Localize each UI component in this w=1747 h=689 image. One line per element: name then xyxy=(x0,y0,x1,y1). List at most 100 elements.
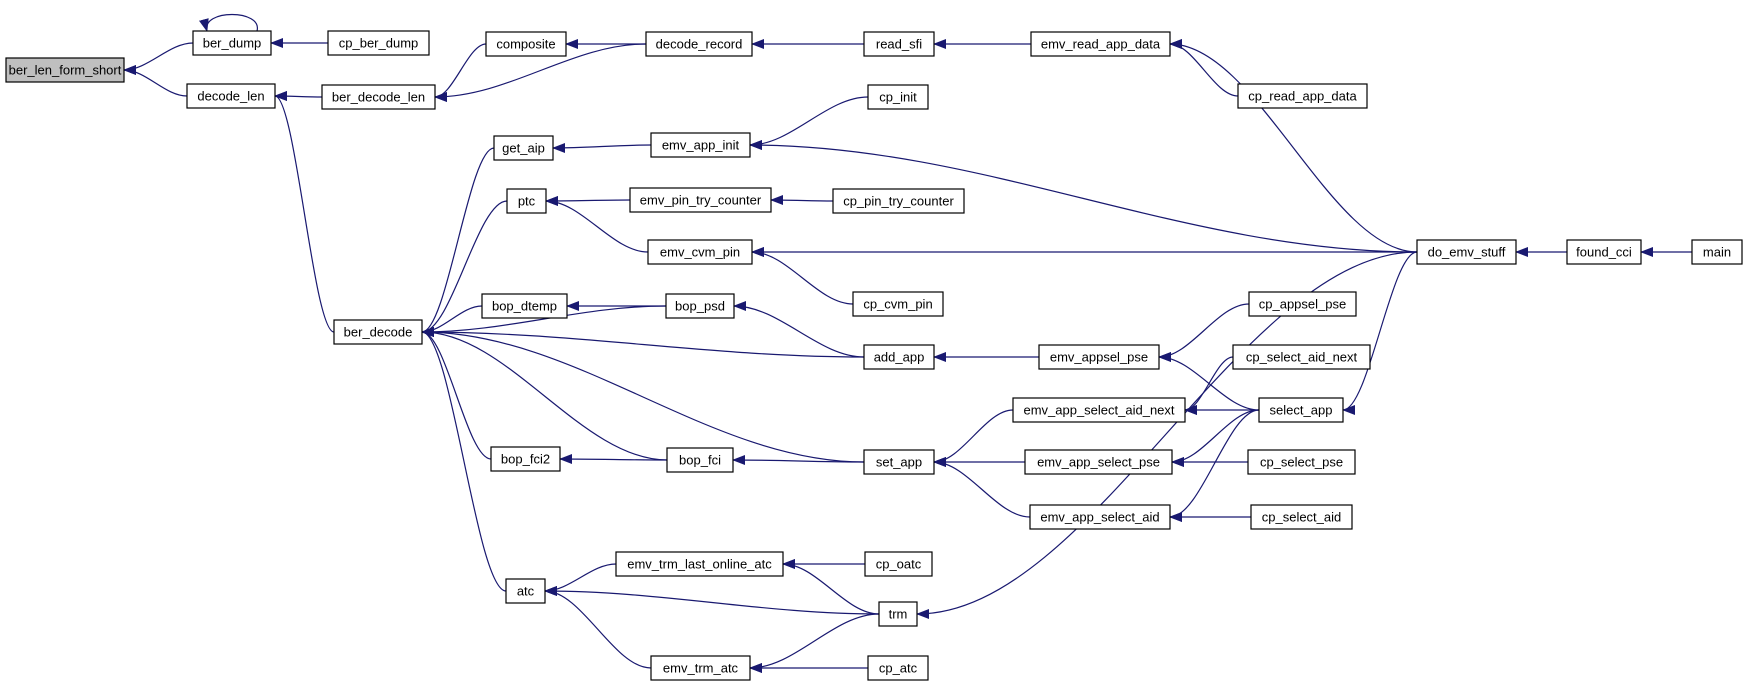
node-ber-dump[interactable]: ber_dump xyxy=(192,30,272,56)
node-cp-oatc[interactable]: cp_oatc xyxy=(864,551,933,577)
node-label: add_app xyxy=(874,350,925,365)
node-set-app[interactable]: set_app xyxy=(863,449,935,475)
node-label: atc xyxy=(517,584,535,599)
node-cp-read-app-data[interactable]: cp_read_app_data xyxy=(1237,83,1368,109)
node-decode-record[interactable]: decode_record xyxy=(645,31,753,57)
node-box xyxy=(1247,449,1356,475)
node-emv-app-init[interactable]: emv_app_init xyxy=(650,132,751,158)
node-emv-app-select-aid[interactable]: emv_app_select_aid xyxy=(1029,504,1171,530)
node-box xyxy=(493,135,554,161)
edge-line xyxy=(1169,39,1418,253)
node-box xyxy=(615,551,784,577)
node-box xyxy=(647,239,753,265)
edge-cp-read-app-data-to-emv-read-app-data xyxy=(1169,39,1239,97)
node-box xyxy=(1029,504,1171,530)
edge-line xyxy=(1184,356,1234,415)
edge-cp-cvm-pin-to-emv-cvm-pin xyxy=(751,247,854,305)
node-label: emv_app_select_aid xyxy=(1040,510,1159,525)
node-box xyxy=(864,551,933,577)
edges-layer xyxy=(123,14,1692,673)
node-emv-cvm-pin[interactable]: emv_cvm_pin xyxy=(647,239,753,265)
node-cp-select-aid-next[interactable]: cp_select_aid_next xyxy=(1232,344,1371,370)
node-found-cci[interactable]: found_cci xyxy=(1566,239,1642,265)
node-add-app[interactable]: add_app xyxy=(863,344,935,370)
edge-line xyxy=(559,454,668,465)
node-emv-app-select-pse[interactable]: emv_app_select_pse xyxy=(1024,449,1173,475)
node-emv-read-app-data[interactable]: emv_read_app_data xyxy=(1030,31,1171,57)
node-emv-pin-try-counter[interactable]: emv_pin_try_counter xyxy=(629,187,772,213)
node-box xyxy=(192,30,272,56)
node-cp-appsel-pse[interactable]: cp_appsel_pse xyxy=(1248,291,1357,317)
node-box xyxy=(490,446,561,472)
node-cp-atc[interactable]: cp_atc xyxy=(867,655,929,681)
edge-line xyxy=(199,14,258,32)
node-label: cp_read_app_data xyxy=(1248,89,1357,104)
node-box xyxy=(1691,239,1743,265)
edge-emv-app-select-aid-next-to-set-app xyxy=(933,409,1014,467)
node-ptc[interactable]: ptc xyxy=(506,188,547,214)
node-cp-cvm-pin[interactable]: cp_cvm_pin xyxy=(852,291,944,317)
node-emv-app-select-aid-next[interactable]: emv_app_select_aid_next xyxy=(1012,397,1186,423)
node-atc[interactable]: atc xyxy=(505,578,546,604)
edge-line xyxy=(1169,39,1239,97)
node-cp-pin-try-counter[interactable]: cp_pin_try_counter xyxy=(832,188,965,214)
node-bop-dtemp[interactable]: bop_dtemp xyxy=(481,293,568,319)
node-get-aip[interactable]: get_aip xyxy=(493,135,554,161)
node-read-sfi[interactable]: read_sfi xyxy=(863,31,935,57)
node-label: cp_atc xyxy=(879,661,918,676)
node-box xyxy=(867,655,929,681)
node-box xyxy=(863,344,935,370)
node-emv-trm-atc[interactable]: emv_trm_atc xyxy=(650,655,751,681)
node-box xyxy=(505,578,546,604)
edge-decode-len-to-ber-len-form-short xyxy=(123,65,188,97)
node-label: emv_app_init xyxy=(662,138,740,153)
node-composite[interactable]: composite xyxy=(485,31,567,57)
edge-line xyxy=(421,327,865,463)
node-label: set_app xyxy=(876,455,922,470)
edge-do-emv-stuff-to-select-app xyxy=(1342,251,1418,415)
node-bop-fci[interactable]: bop_fci xyxy=(666,447,734,473)
edge-line xyxy=(545,196,649,253)
node-bop-fci2[interactable]: bop_fci2 xyxy=(490,446,561,472)
edge-line xyxy=(544,586,652,669)
node-emv-trm-last-online-atc[interactable]: emv_trm_last_online_atc xyxy=(615,551,784,577)
edge-set-app-to-ber-decode xyxy=(421,327,865,463)
node-cp-select-pse[interactable]: cp_select_pse xyxy=(1247,449,1356,475)
node-box xyxy=(1248,291,1357,317)
edge-line xyxy=(421,327,507,592)
node-label: found_cci xyxy=(1576,245,1632,260)
edge-line xyxy=(123,65,188,97)
node-label: do_emv_stuff xyxy=(1428,245,1506,260)
node-trm[interactable]: trm xyxy=(878,601,918,627)
node-ber-decode-len[interactable]: ber_decode_len xyxy=(321,84,436,110)
edge-bop-psd-to-ber-decode xyxy=(421,305,667,337)
edge-atc-to-ber-decode xyxy=(421,327,507,592)
node-main[interactable]: main xyxy=(1691,239,1743,265)
edge-trm-to-atc xyxy=(544,586,880,615)
node-label: emv_appsel_pse xyxy=(1050,350,1148,365)
node-ber-len-form-short[interactable]: ber_len_form_short xyxy=(5,57,125,83)
edge-do-emv-stuff-to-emv-app-init xyxy=(749,140,1418,253)
node-box xyxy=(1038,344,1160,370)
node-box xyxy=(645,31,753,57)
node-select-app[interactable]: select_app xyxy=(1258,397,1344,423)
node-emv-appsel-pse[interactable]: emv_appsel_pse xyxy=(1038,344,1160,370)
node-cp-select-aid[interactable]: cp_select_aid xyxy=(1250,504,1353,530)
node-label: cp_oatc xyxy=(876,557,922,572)
edge-ber-decode-len-to-decode-len xyxy=(274,91,323,102)
node-label: emv_app_select_aid_next xyxy=(1023,403,1174,418)
node-cp-init[interactable]: cp_init xyxy=(867,84,929,110)
edge-do-emv-stuff-to-emv-read-app-data xyxy=(1169,39,1418,253)
edge-bop-fci-to-ber-decode xyxy=(421,327,668,461)
node-do-emv-stuff[interactable]: do_emv_stuff xyxy=(1416,239,1517,265)
node-box xyxy=(666,447,734,473)
node-ber-decode[interactable]: ber_decode xyxy=(333,319,423,345)
node-cp-ber-dump[interactable]: cp_ber_dump xyxy=(327,30,430,56)
edge-line xyxy=(421,200,508,337)
node-bop-psd[interactable]: bop_psd xyxy=(665,293,735,319)
node-box xyxy=(1566,239,1642,265)
edge-select-app-to-emv-app-select-aid xyxy=(1169,409,1260,522)
edge-decode-record-to-ber-decode-len xyxy=(434,43,647,102)
node-label: cp_pin_try_counter xyxy=(843,194,954,209)
node-decode-len[interactable]: decode_len xyxy=(186,83,276,109)
